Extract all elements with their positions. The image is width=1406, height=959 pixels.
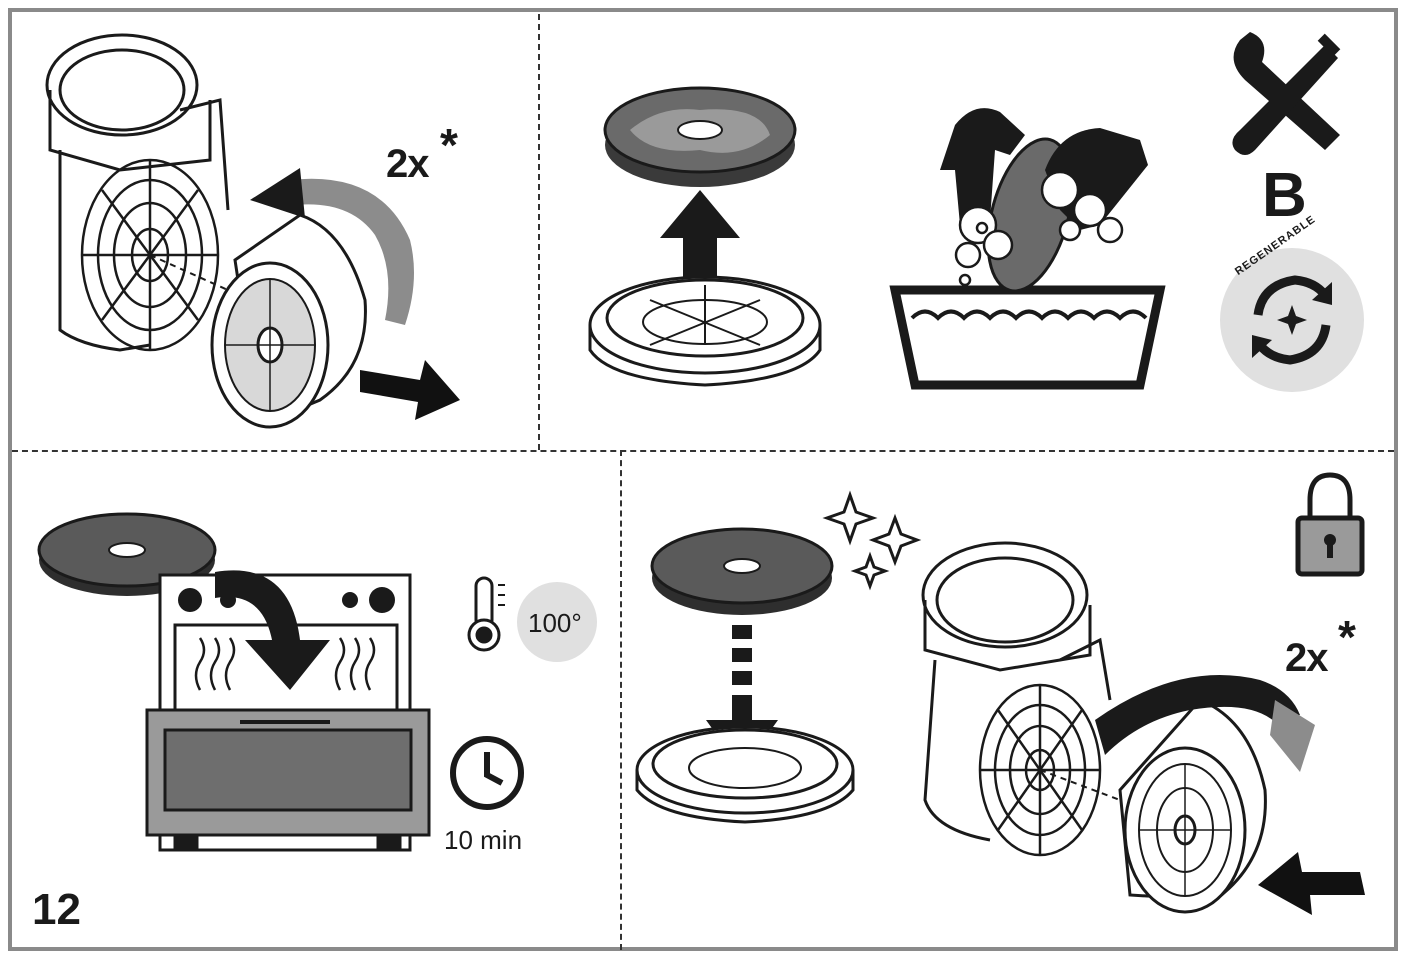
divider-middle [12,450,1394,452]
temperature-badge [517,582,597,662]
sparkle-icon [1277,305,1307,335]
filter-cylinder [210,213,367,429]
twist-arrow [1095,675,1300,755]
clock-icon [450,736,524,810]
divider-top [538,14,540,450]
filter-base-tray [588,275,822,387]
insert-arrow [215,570,330,690]
temperature-value: 100° [528,608,582,638]
repeat-label-bottom: 2x [1285,636,1328,680]
filter-disc-top [603,86,797,187]
repeat-label-top: 2x [386,142,429,186]
category-letter: B [1262,161,1307,230]
lift-arrow [660,190,740,290]
recycle-arrows-icon [1253,275,1331,365]
tools-icon [1232,32,1341,155]
divider-bottom [620,450,622,950]
left-hand-icon [940,108,1025,225]
wash-basin [889,285,1166,390]
asterisk-top: * [440,119,458,171]
asterisk-bottom: * [1338,611,1356,663]
clean-sparkles-icon [822,490,922,591]
filter-disc-clean [650,527,834,615]
soap-bubbles [954,170,1124,287]
thermometer-icon [467,576,505,652]
pull-arrow [360,360,460,420]
filter-cylinder-refit [1118,698,1267,914]
rotate-arrow-head [250,168,305,218]
hood-unit-refit [921,541,1112,842]
heat-waves [194,637,376,691]
padlock-icon [1295,472,1365,577]
diagram-frame [8,8,1398,951]
twist-arrow-head [1270,700,1315,772]
filter-base-tray-refit [635,725,855,824]
duration-value: 10 min [444,825,523,855]
rotate-arrow [290,178,414,325]
step-number: 12 [32,885,81,934]
push-arrow [1258,852,1365,915]
